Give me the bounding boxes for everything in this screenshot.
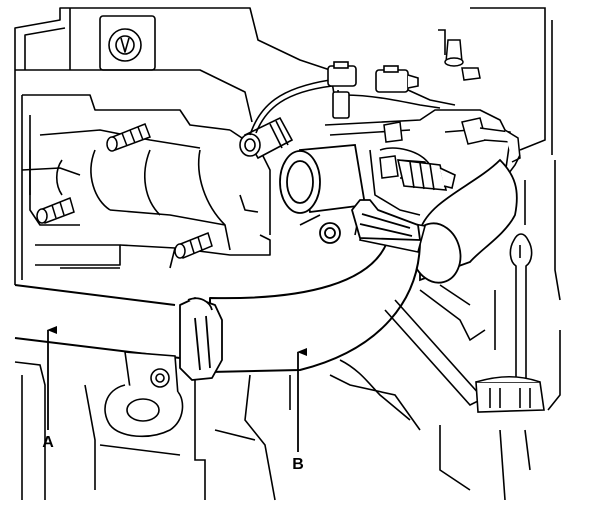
stud-3 [174,232,213,259]
hose-clamp-upper [319,199,421,244]
temperature-sender [396,159,456,191]
bolt-mid-right [383,117,521,163]
pipe-bracket [104,351,184,438]
housing-bolts [379,39,521,179]
callout-label-b: B [292,456,304,473]
connector-1 [327,61,357,87]
bolt-upper-right [444,39,481,81]
dipstick-tool [475,233,545,413]
coolant-pipe-a [14,284,181,359]
stud-2 [36,196,75,224]
connector-2 [375,65,419,93]
right-frame [438,7,553,186]
connector-3 [332,91,350,119]
engine-block [14,7,336,285]
hose-clamp-lower [179,297,223,381]
callout-label-a: A [42,434,54,451]
temperature-sensor-left [239,116,294,160]
stud-bolts [36,123,213,259]
sensor-connectors [327,61,419,119]
lower-casting [14,160,561,501]
upper-hose [410,158,518,284]
coolant-outlet-pipe [279,144,367,214]
stud-1 [106,123,151,152]
